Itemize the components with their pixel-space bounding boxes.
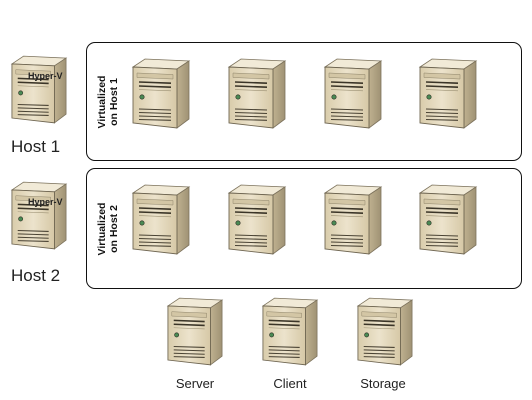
- server-tower-icon: [323, 181, 383, 259]
- panel-label: Virtualized on Host 1: [93, 56, 123, 148]
- server-tower-icon: [261, 294, 319, 370]
- client-label: Client: [273, 376, 307, 391]
- server-tower-icon: [323, 55, 383, 133]
- server-tower-icon: [10, 52, 68, 128]
- hyperv-badge: Hyper-V: [28, 197, 63, 207]
- host-2-vm-panel: Virtualized on Host 2: [86, 168, 522, 289]
- panel-label-line-2: on Host 1: [108, 78, 120, 126]
- panel-label-line-2: on Host 2: [108, 205, 120, 253]
- panel-label-line-1: Virtualized: [96, 202, 108, 256]
- server-tower-icon: [131, 55, 191, 133]
- server-label: Server: [175, 376, 215, 391]
- storage-label: Storage: [360, 376, 406, 391]
- panel-label: Virtualized on Host 2: [93, 183, 123, 275]
- host-2-label: Host 2: [11, 266, 61, 285]
- host-1-vm-panel: Virtualized on Host 1: [86, 42, 522, 161]
- server-tower-icon: [356, 294, 414, 370]
- server-tower-icon: [131, 181, 191, 259]
- server-tower-icon: [418, 55, 478, 133]
- server-tower-icon: [418, 181, 478, 259]
- hyperv-badge: Hyper-V: [28, 71, 63, 81]
- server-tower-icon: [227, 55, 287, 133]
- panel-label-line-1: Virtualized: [96, 75, 108, 129]
- server-tower-icon: [166, 294, 224, 370]
- host-1-label: Host 1: [11, 137, 61, 156]
- server-tower-icon: [227, 181, 287, 259]
- server-tower-icon: [10, 178, 68, 254]
